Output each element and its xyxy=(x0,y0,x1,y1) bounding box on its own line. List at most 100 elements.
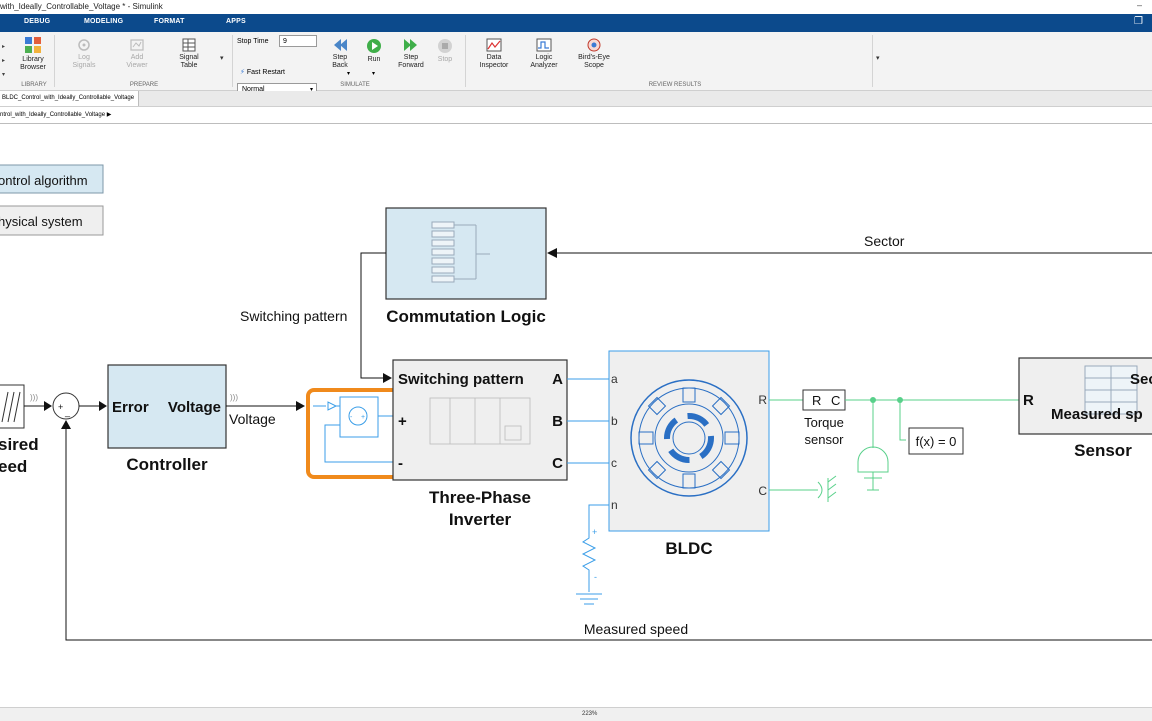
stop-time-label: Stop Time xyxy=(237,38,269,45)
inverter-plus-port-label: + xyxy=(398,413,407,430)
logic-analyzer-button[interactable]: Logic Analyzer xyxy=(526,38,562,70)
controller-block[interactable] xyxy=(107,364,227,449)
voltage-source-minus-label: - xyxy=(350,414,353,421)
minus-connection-line[interactable] xyxy=(324,424,394,463)
library-label: Library Browser xyxy=(20,56,46,71)
collapsed-arrows-icon[interactable]: ▸▸▾ xyxy=(2,44,6,78)
prepare-expand-icon[interactable]: ▾ xyxy=(220,55,224,62)
mech-reference-icon xyxy=(817,481,823,499)
signal-builder-icon xyxy=(1,391,21,423)
desired-speed-block[interactable] xyxy=(0,384,25,429)
zoom-level[interactable]: 223% xyxy=(582,711,598,717)
controller-out-port-label: Voltage xyxy=(168,399,221,416)
group-review-results: REVIEW RESULTS xyxy=(648,82,702,88)
block-diagram[interactable]: ontrol algorithm hysical system Commutat… xyxy=(0,125,1152,707)
separator xyxy=(232,35,233,87)
sensor-table-icon xyxy=(1084,365,1138,415)
voltage-source-icon xyxy=(348,406,368,426)
mech-ground-icon xyxy=(827,475,837,502)
minimize-button[interactable]: – xyxy=(1137,0,1143,10)
torque-sensor-label-2: sensor xyxy=(804,432,844,447)
log-signals-icon xyxy=(78,39,90,51)
inverter-b-port-label: B xyxy=(552,413,563,430)
torque-sensor-r-label: R xyxy=(812,393,821,408)
menu-debug[interactable]: DEBUG xyxy=(24,18,51,25)
bldc-label: BLDC xyxy=(665,539,712,558)
stop-time-input[interactable]: 9 xyxy=(279,35,317,47)
tab-model[interactable]: BLDC_Control_with_Ideally_Controllable_V… xyxy=(0,91,140,106)
inertia-icon[interactable] xyxy=(857,446,889,473)
birds-eye-scope-icon xyxy=(587,38,601,52)
commutation-logic-label: Commutation Logic xyxy=(386,307,546,326)
step-back-button[interactable]: Step Back xyxy=(326,38,354,70)
log-signals-label: Log Signals xyxy=(72,54,96,69)
legend-physical-label: hysical system xyxy=(0,214,83,229)
bldc-a-port-label: a xyxy=(611,372,618,386)
data-inspector-button[interactable]: Data Inspector xyxy=(476,38,512,70)
legend-control-box[interactable] xyxy=(0,164,104,194)
run-button[interactable]: Run xyxy=(362,38,386,64)
signal-table-label: Signal Table xyxy=(179,54,199,69)
lookup-table-icon xyxy=(431,221,490,283)
status-bar: 223% xyxy=(0,707,1152,721)
menu-format[interactable]: FORMAT xyxy=(154,18,185,25)
add-viewer-button[interactable]: Add Viewer xyxy=(120,38,154,70)
ribbon-expand-icon[interactable]: ▾ xyxy=(876,55,880,62)
breadcrumb-arrow-icon[interactable]: ▶ xyxy=(106,112,112,118)
desired-speed-label-2: eed xyxy=(0,457,27,476)
legend-physical-box[interactable] xyxy=(0,205,104,236)
voltage-source-plus-label: + xyxy=(361,414,365,421)
commutation-logic-block[interactable] xyxy=(385,207,547,300)
log-signals-button[interactable]: Log Signals xyxy=(66,38,102,70)
step-back-icon xyxy=(334,39,347,51)
run-label: Run xyxy=(367,56,381,63)
window-title: with_Ideally_Controllable_Voltage * - Si… xyxy=(0,2,163,11)
logic-analyzer-label: Logic Analyzer xyxy=(530,54,558,69)
step-forward-icon xyxy=(404,39,417,51)
neutral-line[interactable] xyxy=(588,504,609,530)
logic-analyzer-icon xyxy=(536,38,552,52)
menu-apps[interactable]: APPS xyxy=(226,18,246,25)
step-back-dropdown-icon[interactable]: ▾ xyxy=(347,71,351,77)
stop-icon xyxy=(438,39,452,53)
separator xyxy=(54,35,55,87)
sensor-r-port-label: R xyxy=(1023,392,1034,409)
chevron-down-icon: ▾ xyxy=(309,87,313,93)
model-canvas[interactable]: ontrol algorithm hysical system Commutat… xyxy=(0,125,1152,707)
group-simulate: SIMULATE xyxy=(340,82,370,88)
bldc-c-port-label: c xyxy=(611,456,617,470)
menu-modeling[interactable]: MODELING xyxy=(84,18,124,25)
library-browser-button[interactable]: Library Browser xyxy=(16,36,50,72)
voltage-signal-label: Voltage xyxy=(229,411,276,427)
sensor-label: Sensor xyxy=(1074,441,1132,460)
add-viewer-icon xyxy=(130,39,144,51)
controller-in-arrow-icon xyxy=(99,401,107,411)
add-viewer-label: Add Viewer xyxy=(126,54,148,69)
switching-pattern-line[interactable] xyxy=(360,252,386,379)
measured-speed-line[interactable] xyxy=(65,428,1152,641)
ground-icon xyxy=(576,593,602,605)
three-phase-inverter-block[interactable] xyxy=(392,359,568,481)
solver-line[interactable] xyxy=(899,400,906,441)
sum-in-arrow-icon xyxy=(44,401,52,411)
step-forward-label: Step Forward xyxy=(398,54,424,69)
bldc-n-port-label: n xyxy=(611,498,618,512)
step-forward-button[interactable]: Step Forward xyxy=(396,38,426,70)
resistor-icon[interactable] xyxy=(581,530,597,592)
restore-icon[interactable]: ❐ xyxy=(1134,16,1144,27)
sector-signal-label: Sector xyxy=(864,233,905,249)
sensor-measured-port-label: Measured sp xyxy=(1051,406,1143,423)
inverter-label-1: Three-Phase xyxy=(429,488,531,507)
motor-icon xyxy=(630,379,748,497)
birds-eye-scope-button[interactable]: Bird's-Eye Scope xyxy=(574,38,614,70)
signal-table-button[interactable]: Signal Table xyxy=(172,38,206,70)
solver-config-block[interactable] xyxy=(908,427,964,455)
fast-restart-button[interactable]: ⚡ Fast Restart xyxy=(240,68,285,76)
run-dropdown-icon[interactable]: ▾ xyxy=(372,71,376,77)
stop-button[interactable]: Stop xyxy=(434,38,456,64)
controller-in-port-label: Error xyxy=(112,399,149,416)
breadcrumb-item[interactable]: ntrol_with_Ideally_Controllable_Voltage xyxy=(0,112,106,118)
menu-bar: DEBUG MODELING FORMAT APPS ❐ xyxy=(0,14,1152,32)
step-back-label: Step Back xyxy=(332,54,348,69)
voltage-arrow-icon xyxy=(296,401,305,411)
